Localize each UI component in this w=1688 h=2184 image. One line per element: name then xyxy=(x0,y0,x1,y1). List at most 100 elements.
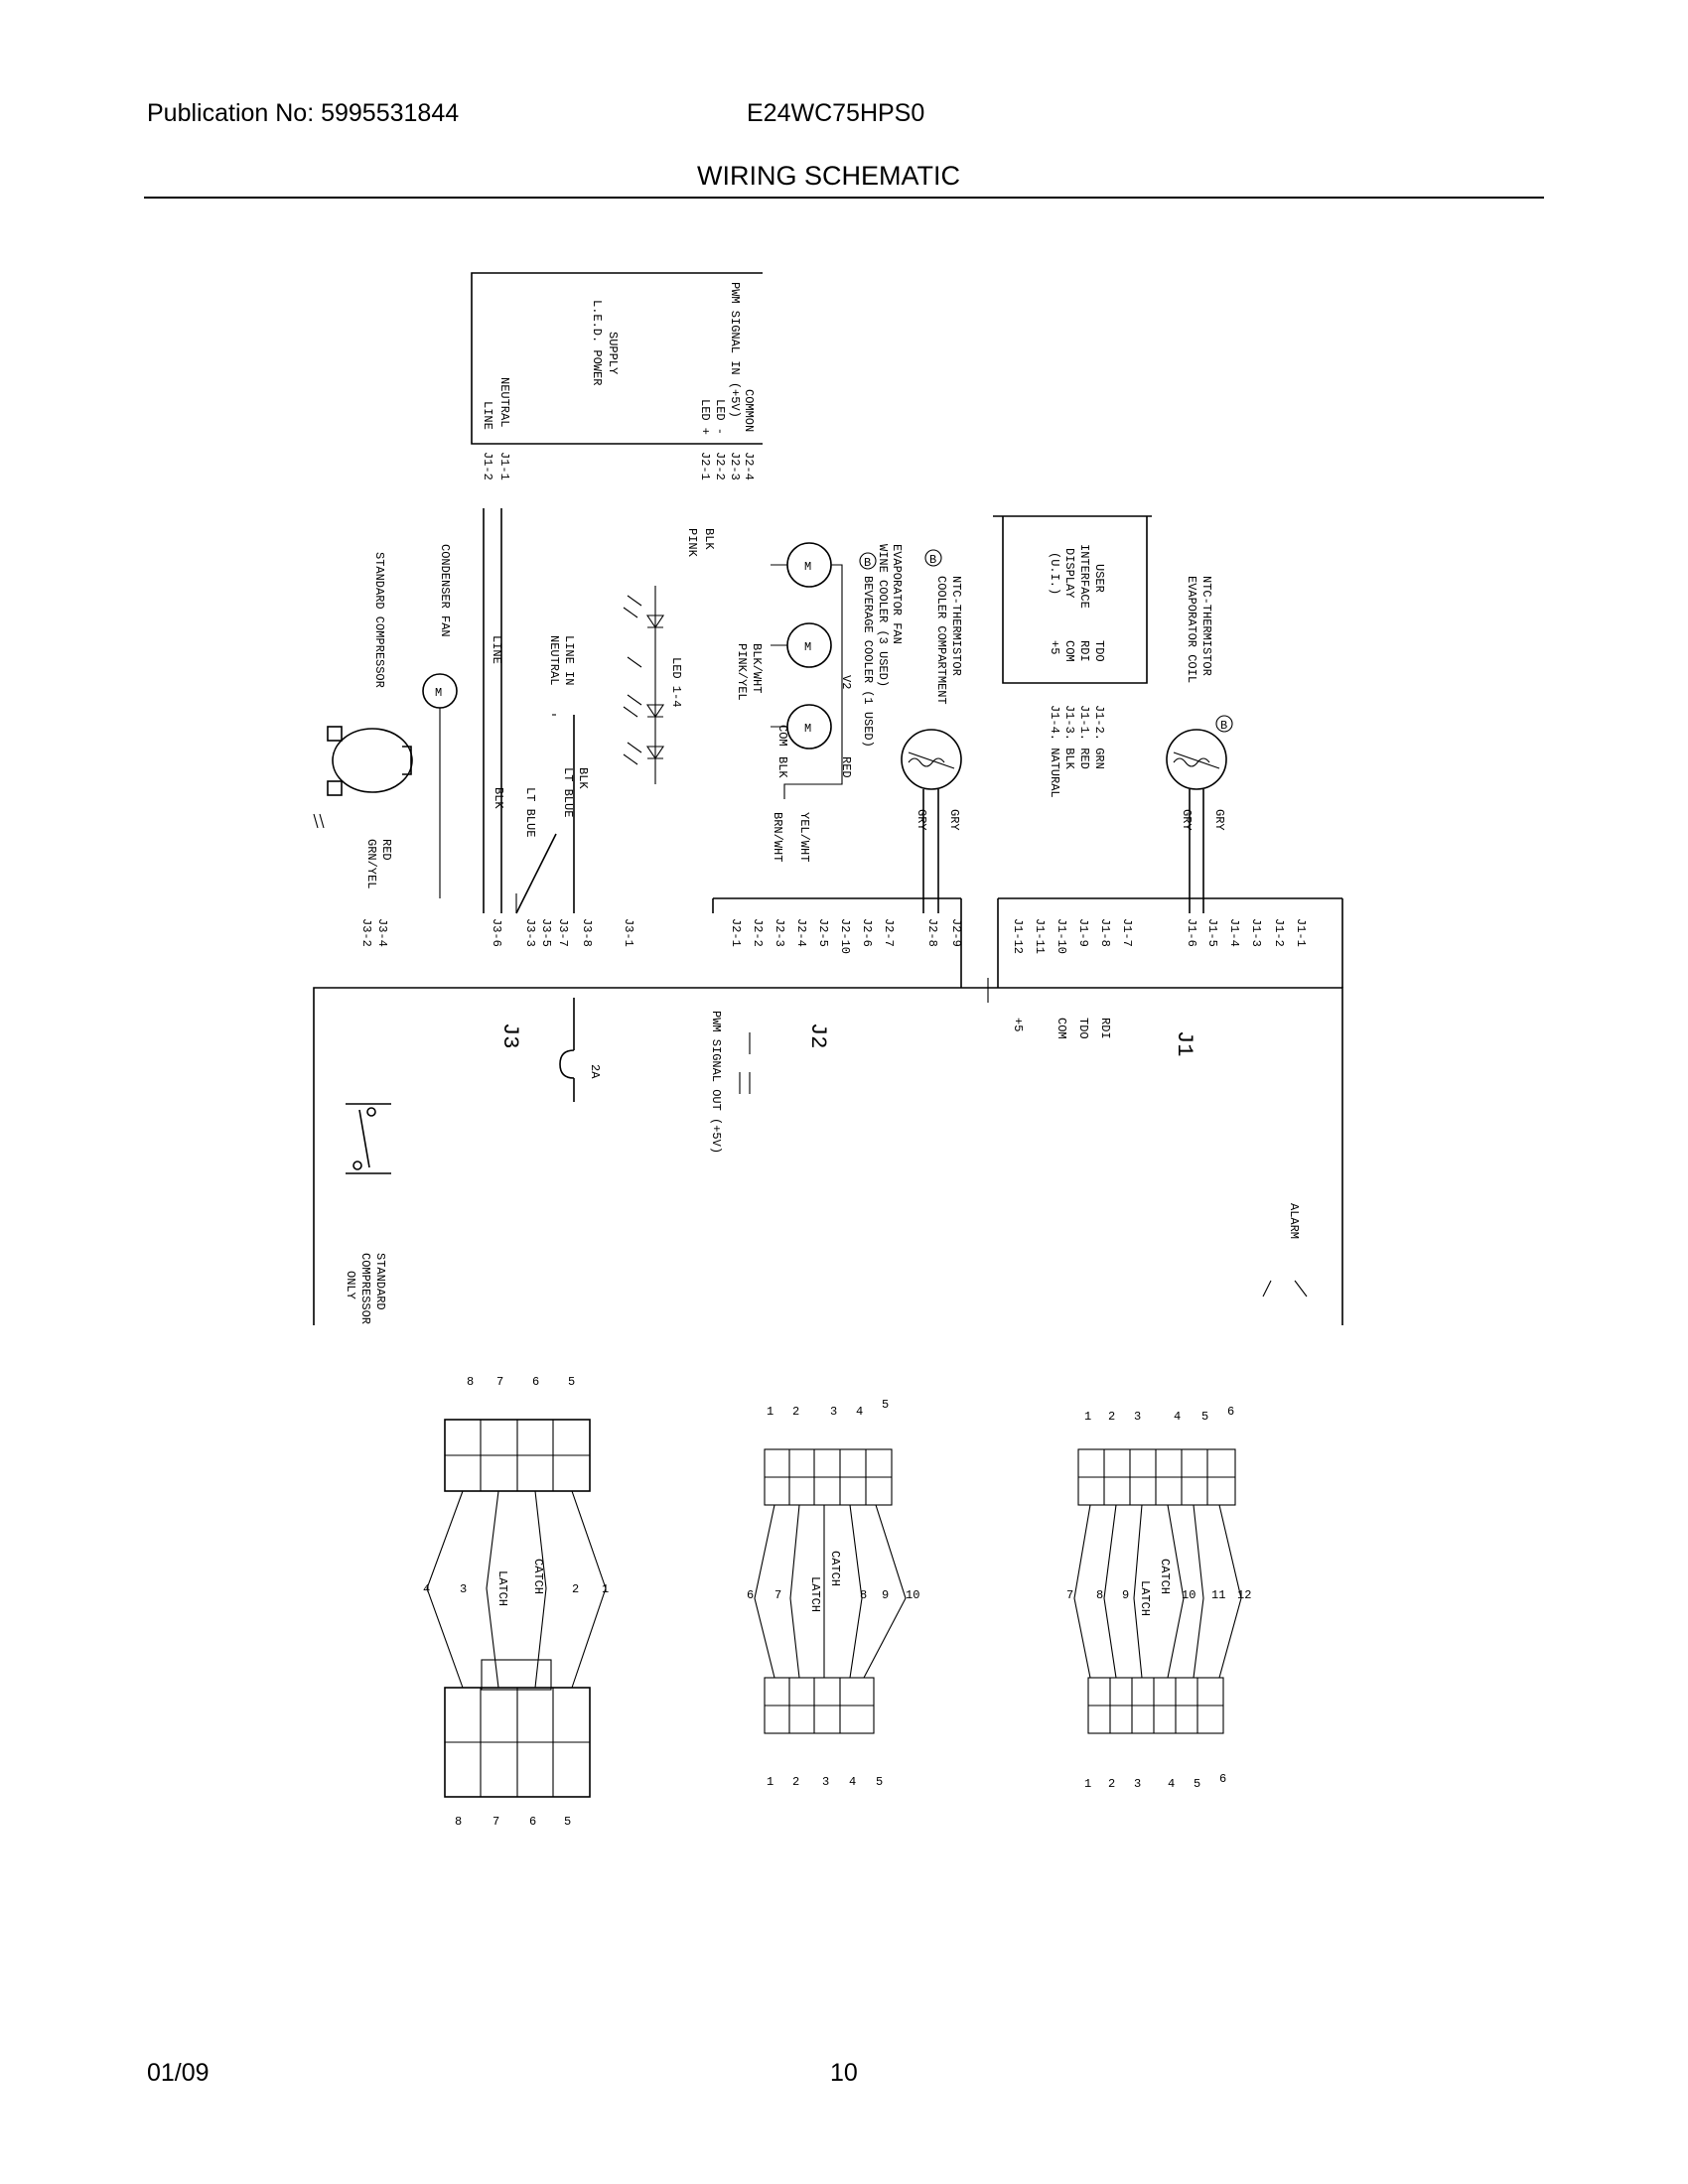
c12-bot-6: 6 xyxy=(1219,1772,1226,1786)
j1-pin-2: J1-2 xyxy=(1272,918,1286,947)
lps-pin-j1-1: J1-1 xyxy=(497,452,511,480)
ntc-cooler-compartment: B NTC-THERMISTOR COOLER COMPARTMENT GRY … xyxy=(901,549,963,913)
j2-pin-4: J2-4 xyxy=(794,918,808,947)
evap-fan-label-1: EVAPORATOR FAN xyxy=(890,544,904,644)
c8-catch: CATCH xyxy=(531,1559,545,1594)
c12-side-11: 11 xyxy=(1211,1588,1225,1602)
c10-bot-3: 3 xyxy=(822,1775,829,1789)
lps-pin-j2-4: J2-4 xyxy=(742,452,756,480)
c12-top-4: 4 xyxy=(1174,1410,1181,1424)
badge-b-ntc-evap: B xyxy=(1220,719,1227,733)
motor-symbol-condenser: M xyxy=(435,686,442,700)
j1-pin-5: J1-5 xyxy=(1205,918,1219,947)
line-feeds: LINE IN NEUTRAL LINE BLK LT BLUE LT BLUE… xyxy=(483,508,590,914)
ui-pin-com: COM xyxy=(1062,640,1076,662)
c8-side-2: 2 xyxy=(572,1582,579,1596)
c8-bot-6: 6 xyxy=(529,1815,536,1829)
fuse-label: 2A xyxy=(588,1064,602,1079)
ui-pin-tdo: TDO xyxy=(1092,640,1106,662)
badge-b-ntc-cooler: B xyxy=(929,553,936,567)
wire-label-blk-2: BLK xyxy=(492,787,505,809)
c10-top-3: 3 xyxy=(830,1405,837,1419)
v2-label: V2 xyxy=(839,675,853,689)
model-number: E24WC75HPS0 xyxy=(747,99,925,127)
ui-conn-3: J1-3. BLK xyxy=(1062,705,1076,770)
board-pin-tdo: TDO xyxy=(1076,1018,1090,1039)
evap-fan-label-3: BEVERAGE COOLER (1 USED) xyxy=(861,576,875,748)
evaporator-fan: M M M B EVAPORATOR FAN WINE COOLER (3 US… xyxy=(735,542,904,862)
c10-bot-1: 1 xyxy=(767,1775,774,1789)
ui-conn-1: J1-2. GRN xyxy=(1092,705,1106,769)
lps-pin-j2-1: J2-1 xyxy=(698,452,712,480)
j1-pin-7: J1-7 xyxy=(1120,918,1134,947)
ntc-evap-label-1: NTC-THERMISTOR xyxy=(1199,576,1213,676)
j1-pin-9: J1-9 xyxy=(1076,918,1090,947)
c10-top-4: 4 xyxy=(856,1405,863,1419)
evap-fan-label-2: WINE COOLER (3 USED) xyxy=(876,544,890,687)
footer-page-number: 10 xyxy=(830,2059,858,2087)
std-comp-only-3: ONLY xyxy=(344,1271,357,1299)
lps-pin-j2-2: J2-2 xyxy=(713,452,727,480)
c10-side-7: 7 xyxy=(774,1588,781,1602)
j2-pin-6: J2-6 xyxy=(860,918,874,947)
j2-pin-5: J2-5 xyxy=(816,918,830,947)
c12-bot-4: 4 xyxy=(1168,1777,1175,1791)
c12-catch: CATCH xyxy=(1158,1559,1172,1594)
condenser-fan-label: CONDENSER FAN xyxy=(438,544,452,637)
c8-bot-7: 7 xyxy=(492,1815,499,1829)
c12-side-8: 8 xyxy=(1096,1588,1103,1602)
c8-top-6: 6 xyxy=(532,1375,539,1389)
wire-label-pink-led: PINK xyxy=(685,528,699,558)
j3-pin-1: J3-1 xyxy=(622,918,635,947)
c12-side-7: 7 xyxy=(1066,1588,1073,1602)
ui-title-3: DISPLAY xyxy=(1062,548,1076,598)
c12-top-1: 1 xyxy=(1084,1410,1091,1424)
c10-side-6: 6 xyxy=(747,1588,754,1602)
wire-label-blkwht: BLK/WHT xyxy=(750,643,764,693)
wire-label-red-comp: RED xyxy=(379,839,393,861)
wire-label-yelwht: YEL/WHT xyxy=(797,812,811,862)
c10-side-9: 9 xyxy=(882,1588,889,1602)
j1-label: J1 xyxy=(1172,1030,1196,1056)
j3-pin-5: J3-5 xyxy=(539,918,553,947)
ui-pin-plus5: +5 xyxy=(1048,640,1061,654)
lps-pin-name-line: LINE xyxy=(481,401,494,430)
j2-pin-3: J2-3 xyxy=(773,918,786,947)
j1-pin-6: J1-6 xyxy=(1185,918,1198,947)
wire-label-gry-evap-1: GRY xyxy=(1212,809,1226,831)
led-power-supply: L.E.D. POWER SUPPLY COMMON PWM SIGNAL IN… xyxy=(471,272,763,480)
lps-pin-name-neutral: NEUTRAL xyxy=(497,377,511,427)
c12-side-12: 12 xyxy=(1237,1588,1251,1602)
wire-label-blk-line: BLK xyxy=(576,767,590,789)
c10-bot-5: 5 xyxy=(876,1775,883,1789)
board-pin-rdi: RDI xyxy=(1098,1018,1112,1039)
lps-pin-name-pwm: PWM SIGNAL IN (+5V) xyxy=(728,282,742,418)
c10-side-10: 10 xyxy=(906,1588,919,1602)
c12-top-2: 2 xyxy=(1108,1410,1115,1424)
c8-top-5: 5 xyxy=(568,1375,575,1389)
c10-top-5: 5 xyxy=(882,1398,889,1412)
j1-pin-1: J1-1 xyxy=(1294,918,1308,947)
led-supply-title-1: L.E.D. POWER xyxy=(590,300,604,385)
ui-conn-4: J1-4. NATURAL xyxy=(1048,705,1061,798)
lps-pin-name-led-plus: LED + xyxy=(698,399,712,435)
footer-date: 01/09 xyxy=(147,2059,210,2087)
line-feed-label: LINE xyxy=(490,635,503,664)
ui-title-2: INTERFACE xyxy=(1077,544,1091,609)
lps-pin-name-led-minus: LED - xyxy=(713,399,727,435)
j3-pin-2: J3-2 xyxy=(359,918,373,947)
wire-label-ltblue-2: LT BLUE xyxy=(523,787,537,837)
harness-wires xyxy=(712,897,1343,988)
c10-bot-4: 4 xyxy=(849,1775,856,1789)
ui-pin-rdi: RDI xyxy=(1077,640,1091,662)
j2-pin-7: J2-7 xyxy=(882,918,896,947)
j2-pin-10: J2-10 xyxy=(838,918,852,954)
board-pin-plus5: +5 xyxy=(1011,1018,1025,1031)
wire-label-gry-evap-2: GRY xyxy=(1180,809,1194,831)
board-pin-com: COM xyxy=(1055,1018,1068,1039)
compressor-label: STANDARD COMPRESSOR xyxy=(372,552,386,688)
c8-latch: LATCH xyxy=(495,1570,509,1606)
wire-label-blk-led: BLK xyxy=(702,528,716,550)
lps-pin-name-common: COMMON xyxy=(742,389,756,432)
